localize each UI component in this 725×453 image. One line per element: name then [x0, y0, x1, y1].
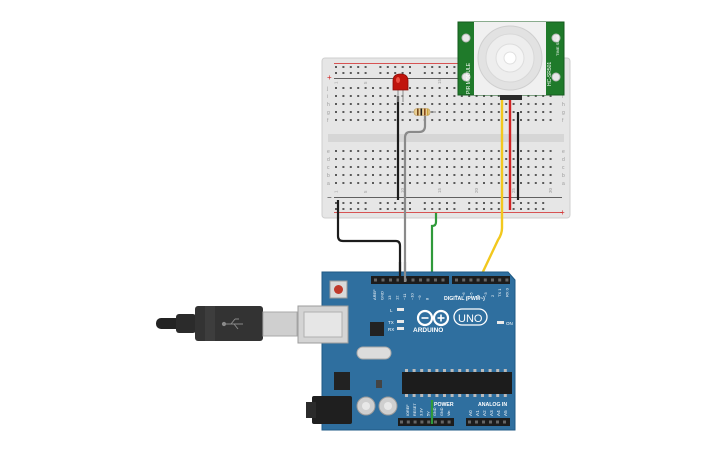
pin-label-top-0: 13: [387, 295, 392, 300]
pin-label-top-4: ~9: [417, 295, 422, 300]
row-letter-g-left: g: [327, 110, 330, 116]
wire-ends: [398, 262, 434, 424]
pin-label-aref: AREF: [372, 289, 377, 300]
row-letter-e-right: e: [562, 149, 565, 155]
row-letter-c-right: c: [562, 165, 565, 171]
power-pin-label-6: Vin: [447, 411, 451, 416]
col-number-top-15: 15: [437, 78, 442, 84]
wire-gray-pin13: [403, 116, 427, 280]
analog-label: ANALOG IN: [478, 402, 507, 408]
row-letter-h-right: h: [562, 102, 565, 108]
led-tx-label: TX: [388, 320, 394, 325]
row-letter-f-right: f: [562, 118, 564, 124]
wire-green-5v: [430, 213, 438, 410]
power-pin-label-5: GND: [440, 407, 444, 416]
pin-label-gnd: GND: [380, 291, 385, 300]
col-number-bottom-1: 1: [334, 190, 339, 193]
pin-label-top2-7: RX 0: [504, 287, 509, 297]
wire-black-gnd: [336, 200, 402, 280]
pin-label-top2-0: 7: [454, 294, 459, 297]
power-pin-label-0: IOREF: [406, 404, 410, 416]
row-letter-i-left: i: [327, 94, 328, 100]
pin-label-top2-1: ~6: [461, 292, 466, 297]
col-number-bottom-25: 25: [511, 187, 516, 193]
power-pin-label-3: 5V: [426, 411, 430, 416]
col-number-bottom-5: 5: [363, 190, 368, 193]
row-letter-a-left: a: [327, 181, 330, 187]
pin-label-top-2: ~11: [402, 293, 407, 300]
analog-pin-label-A4: A4: [496, 410, 501, 416]
analog-pin-label-A0: A0: [468, 410, 473, 416]
row-letter-j-left: j: [326, 86, 328, 92]
pin-label-top2-6: TX 1: [497, 288, 502, 297]
power-pin-label-4: GND: [433, 407, 437, 416]
led: [392, 73, 409, 102]
arduino-brand: ARDUINO: [413, 327, 443, 334]
col-number-bottom-30: 30: [548, 187, 553, 193]
rail-plus-top: +: [327, 73, 332, 82]
wire-yellow-signal: [478, 95, 504, 279]
arduino-model: UNO: [458, 313, 483, 325]
pir-top-right-label: TIME SENS: [555, 34, 560, 56]
usb-cable: [156, 306, 298, 341]
led-rx-label: RX: [388, 327, 394, 332]
row-letter-f-left: f: [327, 118, 329, 124]
pin-label-top-3: ~10: [410, 292, 415, 300]
col-number-top-5: 5: [363, 81, 368, 84]
arduino-logo-icon: [416, 309, 450, 327]
usb-icon: [221, 318, 243, 330]
row-letter-a-right: a: [562, 181, 565, 187]
analog-pin-label-A2: A2: [482, 410, 487, 416]
row-letter-h-left: h: [327, 102, 330, 108]
power-pin-label-2: 3.3V: [420, 408, 424, 416]
pin-label-top2-4: ~3: [483, 292, 488, 297]
wires: [336, 95, 520, 410]
row-letter-b-right: b: [562, 173, 565, 179]
row-letter-g-right: g: [562, 110, 565, 116]
pin-label-top-5: 8: [425, 297, 430, 300]
row-letter-d-right: d: [562, 157, 565, 163]
row-letter-e-left: e: [327, 149, 330, 155]
led-on-label: ON: [506, 321, 513, 326]
power-pin-label-1: RESET: [413, 403, 417, 416]
col-number-bottom-10: 10: [400, 187, 405, 193]
rail-minus-bottom: −: [327, 193, 332, 202]
col-number-top-1: 1: [334, 81, 339, 84]
header-bottom-holes: [400, 420, 506, 424]
led-l-label: L: [390, 308, 393, 313]
col-number-bottom-20: 20: [474, 187, 479, 193]
analog-pin-label-A1: A1: [475, 410, 480, 416]
analog-pin-label-A5: A5: [503, 410, 508, 416]
row-letter-c-left: c: [327, 165, 330, 171]
pin-label-top2-2: ~5: [468, 292, 473, 297]
analog-pin-label-A3: A3: [489, 410, 494, 416]
digital-label: DIGITAL (PWM~): [444, 296, 485, 302]
pir-right-label: HC-SR501: [547, 62, 553, 86]
power-label: POWER: [434, 402, 454, 408]
pin-label-top2-3: 4: [476, 294, 481, 297]
rail-plus-bottom: +: [560, 208, 565, 217]
pir-sensor: PIR MODULE HC-SR501 TIME SENS: [457, 21, 565, 100]
pin-label-top-1: 12: [395, 295, 400, 300]
pin-label-top2-5: 2: [490, 294, 495, 297]
pir-left-label: PIR MODULE: [466, 62, 472, 94]
row-letter-i-right: i: [562, 94, 563, 100]
resistor: [408, 108, 436, 116]
row-letter-b-left: b: [327, 173, 330, 179]
row-letter-d-left: d: [327, 157, 330, 163]
atmega-pins: [405, 369, 507, 397]
col-number-bottom-15: 15: [437, 187, 442, 193]
